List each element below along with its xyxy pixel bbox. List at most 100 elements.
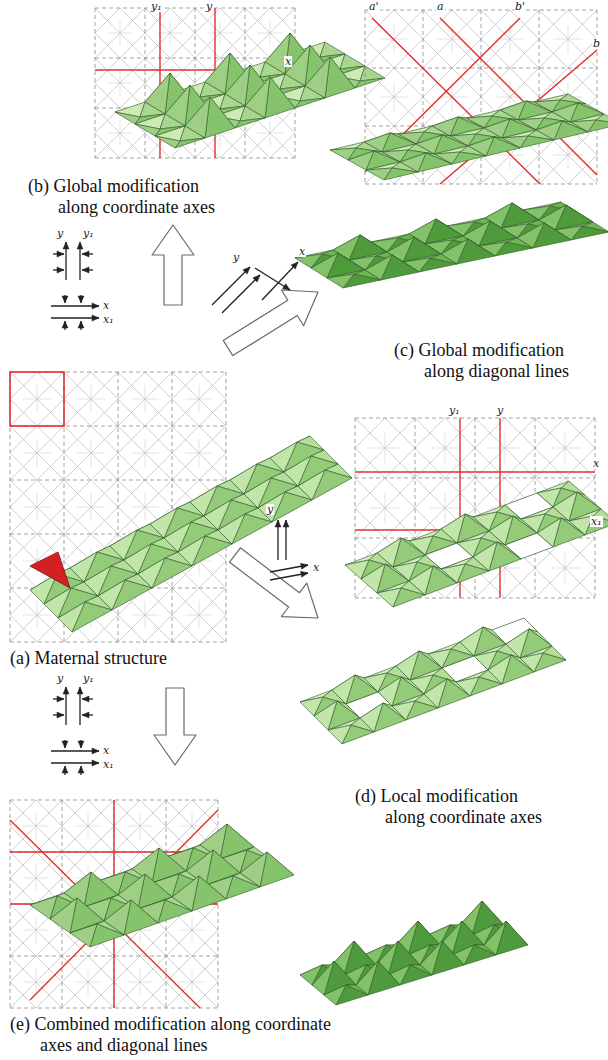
crease-line [95, 8, 120, 33]
crease-line [36, 852, 62, 878]
crease-line [385, 508, 415, 538]
crease-line [62, 800, 114, 852]
arrow-head [92, 303, 99, 309]
crease-line [37, 480, 64, 507]
crease-line [535, 418, 595, 478]
axis-label: y [205, 1, 213, 12]
crease-line [145, 8, 195, 58]
arrow-head [301, 563, 308, 569]
crease-line [355, 478, 415, 538]
axis-line [365, 18, 520, 172]
crease-line [118, 453, 145, 480]
crease-line [10, 453, 37, 480]
facet [330, 148, 356, 160]
crease-line [132, 453, 159, 454]
crease-line [75, 826, 101, 827]
arrow-head [243, 267, 250, 274]
crease-line [127, 982, 153, 983]
grid-line [481, 10, 482, 184]
axis-label: b' [514, 1, 526, 12]
crease-line [430, 448, 460, 449]
crease-line [535, 568, 565, 598]
crease-line [114, 800, 166, 852]
crease-line [37, 507, 64, 534]
crease-line [355, 478, 415, 538]
crease-line [118, 372, 172, 426]
crease-line [10, 426, 64, 480]
crease-line [394, 10, 423, 39]
facet [58, 602, 85, 632]
crease-line [78, 399, 105, 400]
crease-line [88, 982, 114, 1008]
crease-line [245, 133, 270, 158]
crease-line [258, 33, 283, 34]
arrow-head [62, 766, 68, 773]
axis-label: y [56, 673, 64, 684]
crease-line [481, 155, 510, 184]
crease-line [78, 507, 105, 508]
grid-line [95, 58, 295, 59]
crease-line [172, 426, 199, 453]
facet [366, 168, 392, 180]
crease-line [64, 480, 118, 534]
crease-line [75, 982, 101, 983]
crease-line [140, 826, 166, 852]
crease-line [24, 453, 51, 454]
crease-line [64, 480, 118, 534]
crease-line [145, 480, 172, 507]
crease-line [415, 418, 475, 478]
crease-line [565, 448, 595, 478]
crease-line [10, 372, 64, 426]
crease-line [199, 561, 226, 588]
crease-line [385, 478, 415, 508]
arrow-head [57, 251, 64, 257]
crease-line [118, 426, 172, 480]
crease-line [10, 372, 37, 399]
axis-label: b [592, 38, 601, 49]
crease-line [91, 399, 118, 426]
arrow-head [57, 712, 64, 718]
crease-line [37, 426, 64, 453]
crease-line [114, 956, 166, 1008]
arrow-head [283, 520, 289, 527]
crease-line [505, 568, 535, 598]
crease-line [10, 399, 37, 426]
crease-line [365, 68, 423, 126]
crease-line [355, 478, 385, 508]
crease-line [88, 800, 114, 826]
grid-line [145, 8, 146, 158]
crease-line [91, 426, 118, 453]
arrow-head [77, 687, 83, 694]
crease-line [490, 448, 520, 449]
crease-line [95, 133, 120, 158]
facet [314, 701, 337, 730]
arrow-head [253, 275, 260, 282]
crease-line [23, 930, 49, 931]
crease-line [10, 956, 36, 982]
crease-line [186, 399, 213, 400]
axis-label: y [232, 252, 240, 263]
axis-label: y [496, 405, 504, 416]
crease-line [10, 372, 64, 426]
crease-line [78, 453, 105, 454]
axis-arrow [212, 267, 250, 305]
crease-line [199, 588, 226, 615]
facet [50, 898, 77, 933]
axis-label: x [312, 562, 320, 573]
crease-line [10, 480, 37, 507]
axis-label: a' [368, 1, 380, 12]
crease-line [481, 10, 510, 39]
crease-line [118, 426, 172, 480]
crease-line [95, 58, 145, 108]
axis-label: x [298, 246, 306, 257]
crease-line [195, 8, 245, 58]
grid-line [597, 10, 598, 184]
axis-label: y [266, 504, 274, 515]
crease-line [10, 800, 62, 852]
arrow-head [78, 766, 84, 773]
crease-line [62, 800, 114, 852]
arrow-head [77, 242, 83, 249]
crease-line [550, 448, 580, 449]
crease-line [220, 133, 245, 158]
